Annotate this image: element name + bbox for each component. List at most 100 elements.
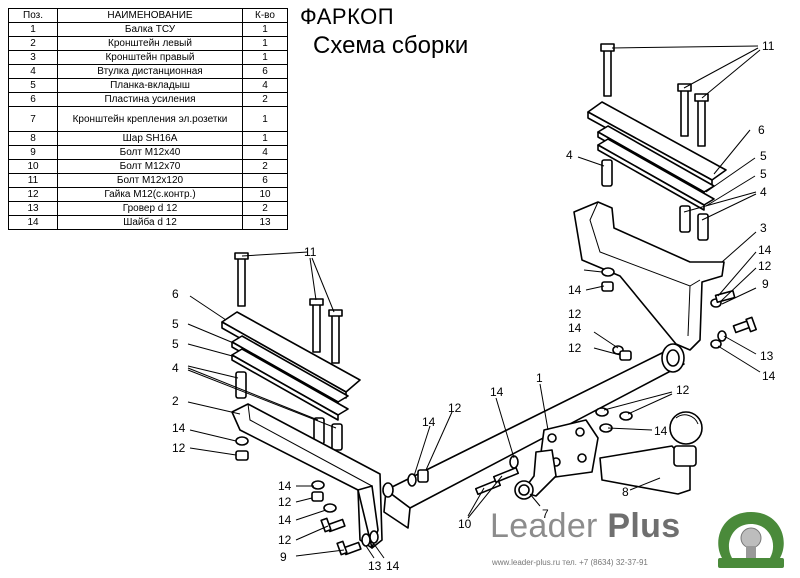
spacer-4-right-2 xyxy=(679,205,691,233)
bolt-11-left-2 xyxy=(309,298,324,353)
callout-14-right-low: 14 xyxy=(762,369,776,383)
washer-14-center xyxy=(509,455,519,469)
left-bracket-group xyxy=(221,252,383,556)
washer-14-right-top xyxy=(601,267,615,277)
callout-12-bottom-1: 12 xyxy=(278,495,292,509)
spacer-4-right-1 xyxy=(601,159,613,187)
callout-14-right-mid: 14 xyxy=(568,321,582,335)
callout-5-right-b: 5 xyxy=(760,167,767,181)
callout-10: 10 xyxy=(458,517,472,531)
grover-13-right xyxy=(717,330,727,342)
cell-qty: 13 xyxy=(242,215,288,230)
callout-9-right: 9 xyxy=(762,277,769,291)
page-title: ФАРКОП xyxy=(300,4,395,29)
callout-12-beam: 12 xyxy=(448,401,462,415)
callout-4-left: 4 xyxy=(172,361,179,375)
page-subtitle: Схема сборки xyxy=(313,32,469,59)
bolt-9-left-2 xyxy=(336,540,362,556)
callout-11-right: 11 xyxy=(762,39,775,53)
brand-logo-icon xyxy=(708,510,794,570)
callout-12-right-top: 12 xyxy=(568,307,582,321)
callout-13-left: 13 xyxy=(368,559,382,573)
callout-14-mount: 14 xyxy=(654,424,668,438)
bolt-11-left-3 xyxy=(328,309,343,364)
callout-1: 1 xyxy=(536,371,543,385)
callout-12-mount: 12 xyxy=(676,383,690,397)
bolt-9-left-1 xyxy=(320,517,346,533)
bolt-10-2 xyxy=(492,466,520,484)
callout-8: 8 xyxy=(622,485,629,499)
callout-6-right: 6 xyxy=(758,123,765,137)
cell-pos: 7 xyxy=(8,106,58,132)
callout-6-left: 6 xyxy=(172,287,179,301)
bolt-11-right-3 xyxy=(694,93,709,147)
washer-14-beam-left xyxy=(407,473,417,487)
bracket-2-left xyxy=(231,403,383,549)
bolt-11-right-1 xyxy=(600,43,615,97)
callout-3: 3 xyxy=(760,221,767,235)
ball-8 xyxy=(599,411,703,495)
callout-12-bottom-2: 12 xyxy=(278,533,292,547)
callout-14-beam: 14 xyxy=(422,415,436,429)
callout-13-right: 13 xyxy=(760,349,774,363)
callout-5-right-a: 5 xyxy=(760,149,767,163)
cell-qty: 2 xyxy=(242,201,288,216)
washer-14-bottom-left-3 xyxy=(369,530,379,544)
callout-4-right-single: 4 xyxy=(566,148,573,162)
nut-12-right-mid xyxy=(619,350,632,361)
callout-labels: 11 11 6 6 5 5 5 5 4 4 4 2 3 14 12 14 12 … xyxy=(172,39,776,573)
callout-14-bottom-1: 14 xyxy=(278,479,292,493)
spacer-4-left-1 xyxy=(235,371,247,399)
callout-9-left: 9 xyxy=(280,550,287,564)
spacer-4-left-3 xyxy=(331,423,343,451)
cell-qty: 1 xyxy=(242,106,288,132)
callout-5-left-b: 5 xyxy=(172,337,179,351)
callout-14-bottom-2: 14 xyxy=(278,513,292,527)
nut-12-bottom-left xyxy=(311,491,324,502)
bolt-10-1 xyxy=(474,478,502,496)
washer-14-left xyxy=(235,436,249,446)
bolt-11-left-1 xyxy=(234,252,249,307)
washer-14-bottom-left-1 xyxy=(311,480,325,490)
spacer-4-right-3 xyxy=(697,213,709,241)
callout-14-right-top: 14 xyxy=(568,283,582,297)
grover-13-left xyxy=(361,533,371,547)
washer-14-bottom-left-2 xyxy=(323,503,337,513)
bracket-3-right xyxy=(573,201,725,351)
callout-14-left: 14 xyxy=(172,421,186,435)
brand-name-light: Leader xyxy=(490,507,598,545)
callout-12-left: 12 xyxy=(172,441,186,455)
callout-11-left: 11 xyxy=(304,245,317,259)
callout-2: 2 xyxy=(172,394,179,408)
callout-5-left-a: 5 xyxy=(172,317,179,331)
brand-name-strong: Plus xyxy=(607,507,681,545)
callout-4-right: 4 xyxy=(760,185,767,199)
bolt-9-right-2 xyxy=(732,316,758,334)
right-bracket-group xyxy=(573,43,758,361)
beam-hole-left xyxy=(382,482,394,498)
cell-name: Кронштейн крепления эл.розетки xyxy=(57,106,243,132)
callout-14-bottom-3: 14 xyxy=(386,559,400,573)
brand-name: Leader Plus xyxy=(490,507,680,546)
callout-12-right-mid: 12 xyxy=(568,341,582,355)
beam-1 xyxy=(382,343,685,529)
bolt-11-right-2 xyxy=(677,83,692,137)
table-header-row: Поз. НАИМЕНОВАНИЕ К-во xyxy=(8,8,288,23)
brand-contacts: www.leader-plus.ru тел. +7 (8634) 32-37-… xyxy=(492,558,648,567)
nut-12-center xyxy=(417,469,429,483)
callout-12-right-bracket: 12 xyxy=(758,259,772,273)
callout-14-center: 14 xyxy=(490,385,504,399)
callout-7: 7 xyxy=(542,507,549,521)
callout-14-right-bracket: 14 xyxy=(758,243,772,257)
cell-pos: 14 xyxy=(8,215,58,230)
nut-12-left xyxy=(235,450,249,461)
